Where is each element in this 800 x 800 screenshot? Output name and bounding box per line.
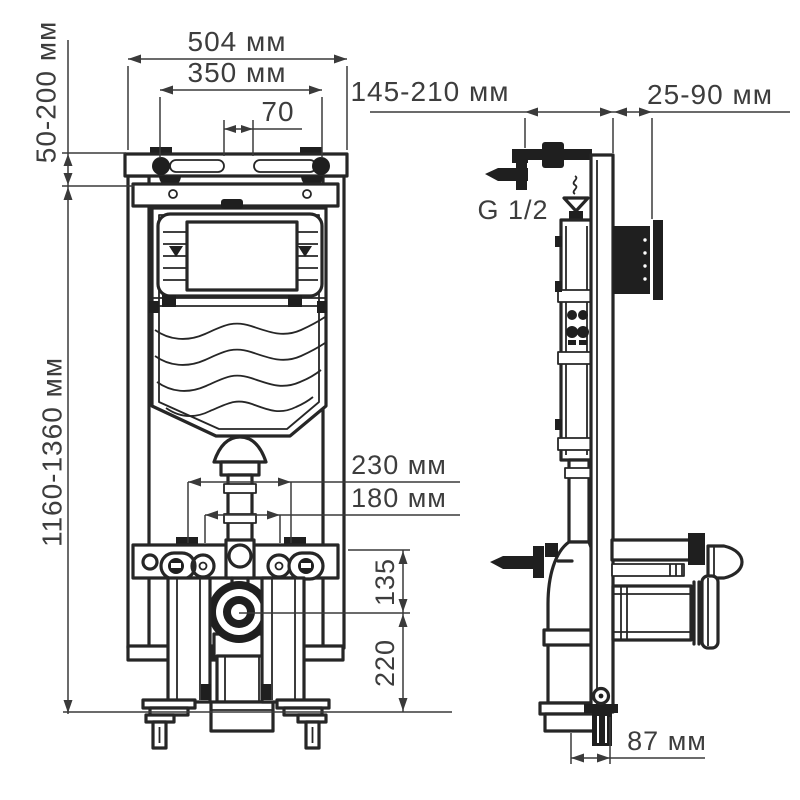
dimensions: 504 мм 350 мм 70 50-200 мм [31,21,790,764]
hanger-slot-left [169,159,225,173]
dim-fixing-stud-spacing-label: 180 мм [351,483,447,513]
lower-valve [490,543,574,578]
dim-outlet-center-drop: 135 [239,549,410,712]
dim-hanger-bolt-spacing-label: 350 мм [188,57,287,88]
dim-top-bracket-range: 50-200 мм [31,21,134,714]
floor-anchor-bolt [592,713,612,746]
front-view [123,147,349,750]
dim-fixing-outer-spacing-label: 230 мм [351,450,447,480]
drain-collar [208,581,282,733]
dim-frame-height-range-label: 1160-1360 мм [37,357,68,547]
valve-handle-icon [485,168,528,181]
water-inlet-arrow [562,175,590,220]
dim-water-supply-offset-label: 145-210 мм [350,76,509,107]
water-waves [154,316,326,417]
dim-fixing-stud-spacing: 180 мм [204,483,460,543]
foot-right [275,698,331,750]
dim-outlet-center-height: 220 [370,614,408,711]
drain-coupling [209,700,275,733]
dim-water-supply-offset: 145-210 мм [350,76,790,153]
dim-hanger-slot-width-label: 70 [261,96,294,127]
dim-fixing-outer-spacing: 230 мм [187,450,460,543]
dim-hanger-slot-width: 70 [223,96,302,156]
dim-frame-width-label: 504 мм [188,26,287,57]
dim-wall-finish-range: 25-90 мм [614,79,773,219]
cistern-tank [149,199,328,438]
dim-frame-width: 504 мм [127,26,348,150]
foot-left [141,698,197,750]
hanger-slot-right [253,159,317,173]
valve-handle-icon [490,556,533,569]
dim-drain-wall-offset-label: 87 мм [627,726,707,756]
dim-frame-height-range: 1160-1360 мм [37,187,73,713]
water-supply-valve [485,142,592,190]
flush-valve-unit [566,310,589,345]
hanger-bolt-right [312,157,330,175]
marker-triangle-left [169,246,183,257]
side-view [485,142,744,746]
flush-button-housing [613,220,663,300]
bracket-hole-left [141,553,159,571]
outlet-connector [611,574,720,650]
dim-hanger-bolt-spacing: 350 мм [159,57,323,158]
dim-drain-wall-offset: 87 мм [570,717,707,764]
tank-lid-clip [221,199,243,209]
hanger-bolt-left [152,157,170,175]
frame-profile [584,153,618,746]
frame-legs [141,576,331,750]
side-slats-left [163,231,186,281]
flush-pipe [212,435,268,549]
marker-triangle-right [298,246,312,257]
cistern-side [555,218,596,462]
water-connection-thread-label: G 1/2 [477,195,548,225]
side-slats-right [298,231,318,281]
dim-wall-finish-range-label: 25-90 мм [647,79,773,110]
mounting-studs [610,533,744,580]
inspection-window [185,220,299,292]
top-hanger-bar [123,147,349,208]
dim-outlet-center-drop-label: 135 [370,558,400,606]
dim-outlet-center-height-label: 220 [370,639,400,687]
dim-top-bracket-range-label: 50-200 мм [31,21,62,163]
